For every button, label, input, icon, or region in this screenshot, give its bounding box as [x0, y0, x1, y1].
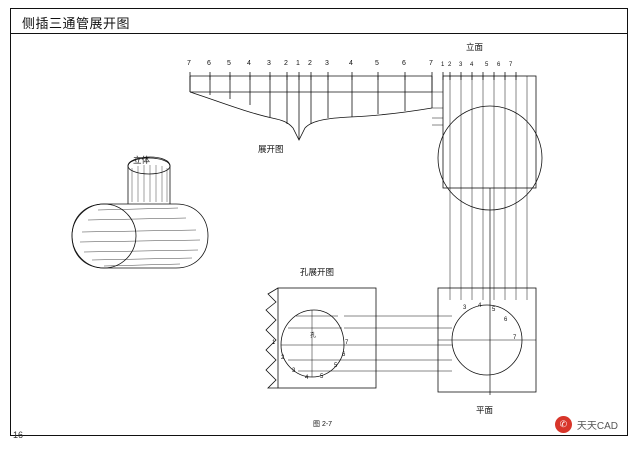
- page-title: 侧插三通管展开图: [22, 16, 131, 31]
- figure-caption: 图 2-7: [313, 421, 333, 428]
- ruler-number-1: 1: [296, 60, 300, 67]
- ruler-number-4r: 4: [349, 60, 353, 67]
- page-border: [10, 8, 628, 436]
- page-number: 16: [13, 430, 24, 440]
- plan-number-6: 6: [504, 317, 508, 323]
- plan-view-label: 平面: [476, 405, 494, 415]
- ruler-number-7l: 7: [187, 60, 191, 67]
- elevation-number-1: 1: [441, 62, 445, 68]
- watermark-text: 天天CAD: [576, 421, 618, 432]
- hole-number-6r: 6: [342, 352, 346, 358]
- hole-number-1: 1: [272, 340, 276, 346]
- watermark: ✆ 天天CAD: [554, 416, 618, 433]
- solid-view-label: 立体: [133, 155, 151, 165]
- ruler-number-5r: 5: [375, 60, 379, 67]
- plan-number-5: 5: [492, 307, 496, 313]
- ruler-number-5l: 5: [227, 60, 231, 67]
- ruler-number-2l: 2: [284, 60, 288, 67]
- hole-number-4: 4: [305, 375, 309, 381]
- ruler-number-6l: 6: [207, 60, 211, 67]
- elevation-number-4: 4: [470, 62, 474, 68]
- development-view-label: 展开图: [258, 144, 284, 154]
- hole-development-label: 孔展开图: [300, 267, 335, 277]
- ruler-number-2r: 2: [308, 60, 312, 67]
- ruler-number-7r: 7: [429, 60, 433, 67]
- hole-number-5: 5: [320, 374, 324, 380]
- plan-number-3: 3: [463, 305, 467, 311]
- hole-number-3: 3: [292, 368, 296, 374]
- title-divider: [11, 33, 627, 34]
- ruler-number-6r: 6: [402, 60, 406, 67]
- elevation-number-6: 6: [497, 62, 501, 68]
- hole-mark-label: 孔: [310, 333, 317, 339]
- elevation-number-3: 3: [459, 62, 463, 68]
- elevation-view-label: 立面: [466, 42, 484, 52]
- ruler-number-3r: 3: [325, 60, 329, 67]
- elevation-number-7: 7: [509, 62, 513, 68]
- elevation-number-2: 2: [448, 62, 452, 68]
- ruler-number-4l: 4: [247, 60, 251, 67]
- elevation-number-5: 5: [485, 62, 489, 68]
- plan-number-4: 4: [478, 303, 482, 309]
- plan-number-7: 7: [513, 335, 517, 341]
- wechat-icon: ✆: [554, 416, 572, 433]
- hole-number-5r: 5: [334, 363, 338, 369]
- hole-number-7r: 7: [345, 340, 349, 346]
- ruler-number-3l: 3: [267, 60, 271, 67]
- hole-number-2: 2: [281, 355, 285, 361]
